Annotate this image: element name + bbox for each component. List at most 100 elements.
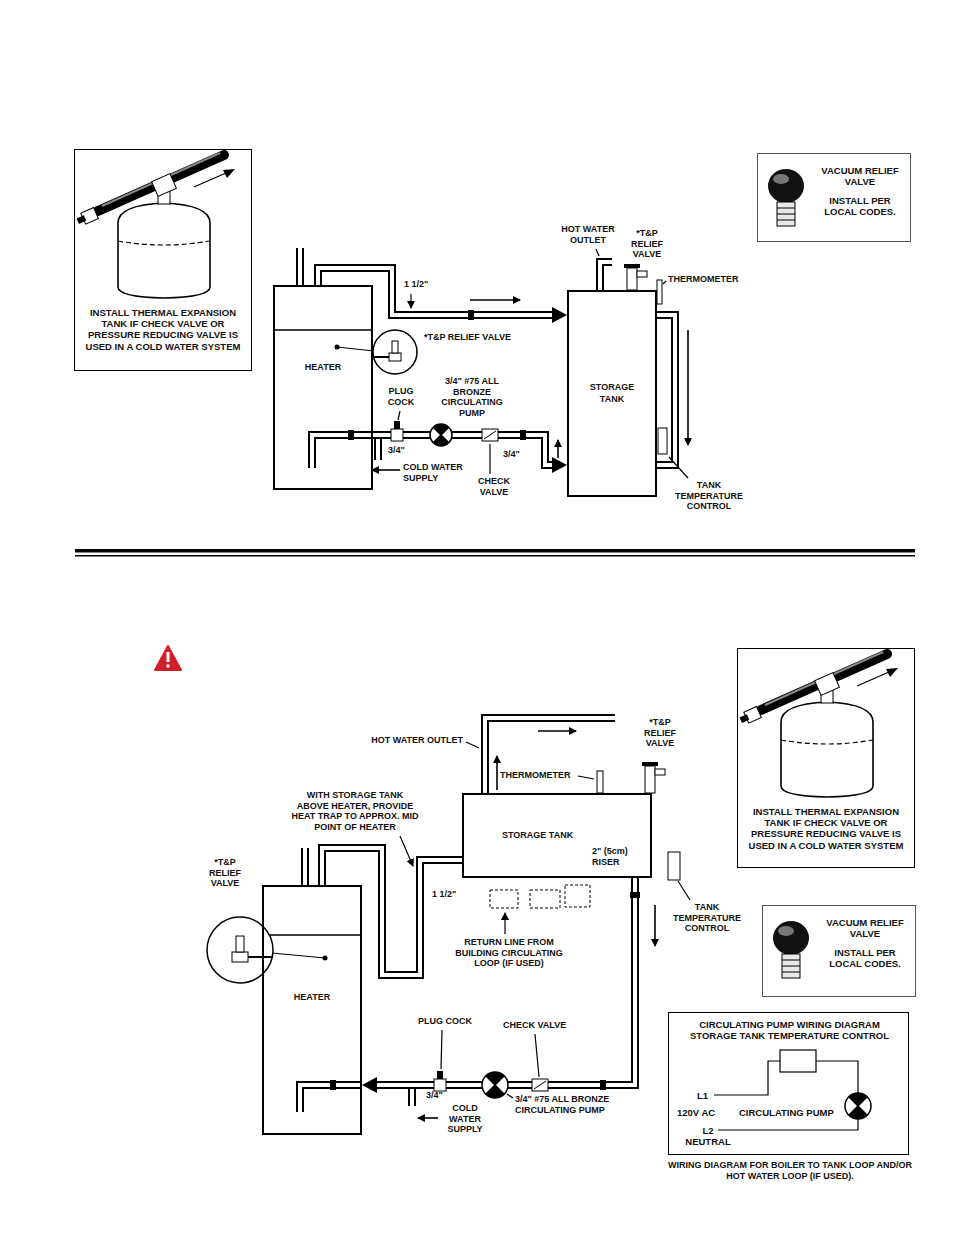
flow-arrow bbox=[496, 756, 498, 790]
vacuum-valve-box: VACUUM RELIEF VALVEINSTALL PER LOCAL COD… bbox=[762, 905, 916, 997]
callout-label: WIRING DIAGRAM FOR BOILER TO TANK LOOP A… bbox=[662, 1160, 918, 1181]
callout-label: COLD WATER SUPPLY bbox=[403, 462, 478, 483]
relief-valve-callout bbox=[335, 345, 340, 350]
relief-valve-callout bbox=[373, 330, 417, 374]
wiring-symbols bbox=[718, 1119, 858, 1130]
flow-arrow bbox=[372, 300, 688, 1118]
pipe bbox=[296, 248, 304, 285]
leader-line bbox=[400, 836, 413, 866]
callout-label: TANK TEMPERATURE CONTROL bbox=[670, 480, 748, 512]
flow-arrow bbox=[557, 440, 559, 458]
pipe bbox=[312, 435, 373, 468]
pipe bbox=[485, 718, 615, 793]
return-line-dashed bbox=[490, 885, 590, 908]
pipe bbox=[657, 315, 675, 465]
pipe-size-label: 1 1/2" bbox=[430, 889, 458, 900]
relief-valve-callout bbox=[374, 356, 389, 358]
expansion-tank-note-box: INSTALL THERMAL EXPANSION TANK IF CHECK … bbox=[74, 149, 252, 371]
heater-box: HEATER bbox=[273, 285, 373, 490]
pipe-wall bbox=[318, 268, 557, 315]
callout-label: *T&P RELIEF VALVE bbox=[626, 228, 668, 260]
pipe-connector bbox=[322, 848, 462, 975]
pipe-bore bbox=[372, 878, 635, 1085]
flow-arrow bbox=[654, 905, 656, 946]
circulating-pump-symbol bbox=[849, 1093, 867, 1119]
arrowhead bbox=[552, 307, 567, 323]
relief-valve bbox=[627, 268, 637, 290]
return-line-dashed bbox=[530, 890, 560, 908]
storage-tank-box: STORAGE TANK bbox=[462, 793, 652, 878]
circulating-pump-symbol bbox=[486, 1072, 504, 1098]
callout-label: 2" (5cm) RISER bbox=[592, 846, 647, 867]
relief-valve bbox=[655, 769, 665, 775]
callout-label: WITH STORAGE TANK ABOVE HEATER, PROVIDE … bbox=[290, 790, 420, 832]
callout-label: TANK TEMPERATURE CONTROL bbox=[668, 902, 746, 934]
pipe bbox=[300, 248, 675, 1112]
check-valve bbox=[482, 429, 498, 441]
plug-cock bbox=[434, 1079, 446, 1091]
flow-arrow bbox=[538, 730, 576, 732]
callout-label: PLUG COCK bbox=[418, 1016, 498, 1027]
leader-line bbox=[489, 444, 490, 474]
vacuum-valve-icon bbox=[773, 921, 809, 978]
temperature-control bbox=[668, 852, 680, 880]
thermometer bbox=[597, 771, 603, 793]
wiring-symbols bbox=[714, 1050, 858, 1130]
node-title: HEATER bbox=[305, 362, 341, 373]
pipe bbox=[657, 315, 675, 465]
temperature-control bbox=[658, 428, 667, 454]
union-fitting bbox=[330, 310, 640, 1090]
relief-valve bbox=[637, 271, 647, 277]
callout-label: 3/4" #75 ALL BRONZE CIRCULATING PUMP bbox=[515, 1094, 640, 1115]
node-title: STORAGE TANK bbox=[502, 830, 573, 841]
check-valve bbox=[482, 429, 548, 1091]
pipe bbox=[301, 848, 309, 885]
heater-box: HEATER bbox=[262, 885, 362, 1135]
pipe-wall bbox=[372, 878, 635, 1085]
warning-icon bbox=[166, 664, 169, 667]
callout-label: 3/4" bbox=[388, 445, 418, 456]
expansion-tank-note-box: INSTALL THERMAL EXPANSION TANK IF CHECK … bbox=[737, 648, 915, 868]
callout-label: RETURN LINE FROM BUILDING CIRCULATING LO… bbox=[444, 937, 574, 969]
section-divider bbox=[75, 549, 915, 553]
callout-label: HOT WATER OUTLET bbox=[553, 224, 623, 245]
plug-cock bbox=[394, 421, 400, 429]
pipe-connector bbox=[362, 878, 635, 1093]
callout-label: 3/4" bbox=[426, 1090, 456, 1101]
node-title: HEATER bbox=[294, 992, 330, 1003]
flow-arrow bbox=[687, 330, 689, 445]
relief-valve bbox=[624, 264, 665, 793]
check-valve bbox=[484, 431, 496, 439]
warning-icon bbox=[155, 646, 181, 670]
pipe-wall bbox=[322, 848, 462, 975]
relief-valve-callout bbox=[272, 953, 325, 958]
thermometer bbox=[597, 280, 662, 793]
circulating-pump-symbol bbox=[849, 1097, 867, 1115]
node-text: INSTALL PER LOCAL CODES. bbox=[819, 947, 911, 970]
node-title: VACUUM RELIEF VALVE bbox=[814, 165, 906, 188]
leader-line bbox=[398, 249, 690, 1098]
relief-valve-callout bbox=[248, 956, 272, 958]
wiring-symbols bbox=[816, 1061, 858, 1093]
leader-line bbox=[504, 913, 505, 934]
pipe-connector bbox=[318, 268, 567, 323]
leader-line bbox=[466, 742, 479, 748]
pipe bbox=[600, 262, 612, 290]
relief-valve bbox=[624, 264, 640, 268]
flow-arrow bbox=[372, 469, 400, 471]
callout-label: *T&P RELIEF VALVE bbox=[203, 857, 247, 889]
pipe-bore bbox=[322, 848, 462, 975]
node-title: INSTALL THERMAL EXPANSION TANK IF CHECK … bbox=[743, 806, 909, 851]
section-divider bbox=[75, 555, 915, 557]
thermometer bbox=[657, 280, 662, 304]
flow-arrow bbox=[470, 299, 520, 301]
expansion-tank-drawing bbox=[75, 153, 235, 298]
check-valve bbox=[532, 1079, 548, 1091]
circulating-pump-symbol bbox=[486, 1076, 504, 1094]
node-text: L1 bbox=[697, 1090, 708, 1101]
arrowhead bbox=[552, 457, 567, 473]
expansion-tank-drawing bbox=[738, 652, 898, 797]
